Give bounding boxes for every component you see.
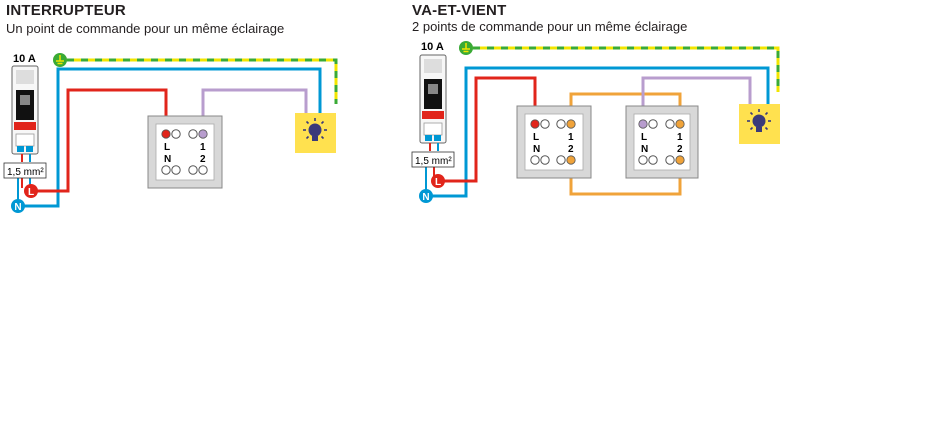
return-wire-2 bbox=[641, 76, 752, 124]
subtitle-interrupteur: Un point de commande pour un même éclair… bbox=[6, 21, 285, 36]
s2-terminal-l-label: L bbox=[641, 132, 647, 143]
breaker-rating-label-2: 10 A bbox=[421, 41, 444, 53]
neutral-marker bbox=[11, 199, 25, 213]
phase-wire-2 bbox=[438, 76, 537, 183]
neutral-wire-2 bbox=[426, 66, 770, 198]
earth-icon bbox=[53, 53, 67, 67]
terminal-1-label: 1 bbox=[200, 142, 206, 153]
phase-marker-label-2: L bbox=[435, 177, 441, 188]
breaker-rating-label: 10 A bbox=[13, 53, 36, 65]
title-interrupteur: INTERRUPTEUR bbox=[6, 2, 126, 19]
s1-terminal-n-label: N bbox=[533, 144, 540, 155]
earth-wire bbox=[60, 58, 338, 104]
cable-section-label-2: 1,5 mm² bbox=[415, 156, 452, 167]
neutral-wire bbox=[18, 67, 322, 208]
cable-section-label: 1,5 mm² bbox=[7, 167, 44, 178]
neutral-marker-label-2: N bbox=[422, 192, 429, 203]
cable-section-box-2 bbox=[411, 151, 455, 168]
terminal-l-label: L bbox=[164, 142, 170, 153]
phase-wire bbox=[31, 88, 168, 193]
diagram-interrupteur: 10 A 1,5 mm² L N bbox=[3, 53, 338, 213]
breaker-icon bbox=[11, 65, 39, 155]
s1-terminal-l-label: L bbox=[533, 132, 539, 143]
breaker-icon-2 bbox=[419, 54, 447, 144]
s2-terminal-2-label: 2 bbox=[677, 144, 683, 155]
switch-simple: L N 1 2 bbox=[147, 115, 223, 189]
phase-marker bbox=[24, 184, 38, 198]
terminal-2-label: 2 bbox=[200, 154, 206, 165]
neutral-marker-2 bbox=[419, 189, 433, 203]
phase-marker-label: L bbox=[28, 187, 34, 198]
earth-icon-2 bbox=[459, 41, 473, 55]
cable-section-box bbox=[3, 162, 47, 179]
diagram-va-et-vient: 10 A 1,5 mm² L N L bbox=[411, 41, 780, 203]
switch-va-et-vient-2: L N 1 2 bbox=[625, 105, 699, 179]
s2-terminal-1-label: 1 bbox=[677, 132, 683, 143]
terminal-n-label: N bbox=[164, 154, 171, 165]
title-va-et-vient: VA-ET-VIENT bbox=[412, 2, 507, 19]
subtitle-va-et-vient: 2 points de commande pour un même éclair… bbox=[412, 19, 688, 34]
lamp-icon bbox=[295, 113, 336, 153]
return-wire bbox=[201, 88, 308, 134]
switch-va-et-vient-1: L N 1 2 bbox=[516, 105, 592, 179]
s1-terminal-2-label: 2 bbox=[568, 144, 574, 155]
s2-terminal-n-label: N bbox=[641, 144, 648, 155]
s1-terminal-1-label: 1 bbox=[568, 132, 574, 143]
lamp-icon-2 bbox=[739, 104, 780, 144]
earth-wire-2 bbox=[466, 46, 780, 92]
phase-marker-2 bbox=[431, 174, 445, 188]
neutral-marker-label: N bbox=[14, 202, 21, 213]
